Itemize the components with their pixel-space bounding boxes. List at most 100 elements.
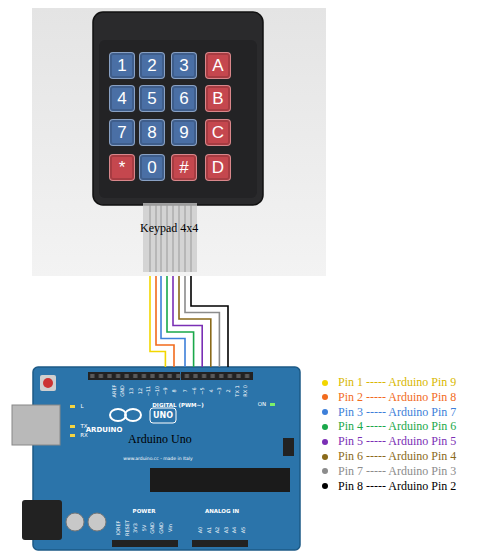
key-legend: D (212, 159, 224, 176)
key-legend: 5 (147, 90, 156, 107)
legend-row: Pin 8 ----- Arduino Pin 2 (322, 480, 456, 493)
keypad-key: 7 (109, 119, 135, 146)
key-legend: B (212, 90, 223, 107)
key-legend: 2 (147, 57, 156, 74)
legend-text: Pin 5 ----- Arduino Pin 5 (338, 435, 456, 448)
board-silkscreen: GND (120, 385, 125, 396)
key-legend: 9 (179, 124, 188, 141)
key-legend: 6 (179, 90, 188, 107)
legend-dot (322, 409, 328, 415)
board-silkscreen: RX 0 (243, 385, 248, 397)
board-silkscreen: ~5 (200, 387, 205, 394)
legend-dot (322, 483, 328, 489)
board-silkscreen: A0 (198, 527, 203, 534)
legend-text: Pin 3 ----- Arduino Pin 7 (338, 406, 456, 419)
board-silkscreen: 5V (141, 525, 146, 532)
legend-dot (322, 468, 328, 474)
keypad-key: C (205, 119, 231, 146)
legend-row: Pin 4 ----- Arduino Pin 6 (322, 420, 456, 433)
keypad-key: 9 (171, 119, 197, 146)
legend-row: Pin 5 ----- Arduino Pin 5 (322, 435, 456, 448)
keypad-key: 5 (139, 85, 165, 112)
legend-dot (322, 454, 328, 460)
board-silkscreen: A5 (241, 527, 246, 534)
keypad-key: 4 (109, 85, 135, 112)
legend-row: Pin 7 ----- Arduino Pin 3 (322, 465, 456, 478)
board-silkscreen: 13 (129, 388, 134, 394)
keypad-key: B (205, 85, 231, 112)
keypad-key: # (171, 154, 197, 181)
board-silkscreen: L (80, 404, 83, 410)
keypad-key: 3 (171, 52, 197, 79)
board-silkscreen: 3V3 (133, 523, 138, 533)
keypad-key: 1 (109, 52, 135, 79)
jumper-wire (179, 276, 211, 367)
board-silkscreen: IOREF (116, 521, 121, 536)
board-silkscreen: Vin (167, 524, 172, 532)
legend-dot (322, 380, 328, 386)
legend-row: Pin 2 ----- Arduino Pin 8 (322, 391, 456, 404)
board-silkscreen: ~6 (191, 387, 196, 394)
keypad-photo (32, 8, 326, 276)
board-silkscreen: A3 (223, 527, 228, 534)
keypad-key: 8 (139, 119, 165, 146)
board-silkscreen: 12 (137, 388, 142, 394)
key-legend: 3 (179, 57, 188, 74)
keypad-key: 6 (171, 85, 197, 112)
jumper-wire (185, 276, 219, 367)
board-silkscreen: UNO (153, 412, 173, 420)
jumper-wire (167, 276, 194, 367)
board-silkscreen: ANALOG IN (205, 509, 239, 515)
keypad-key: D (205, 154, 231, 181)
key-legend: A (212, 57, 223, 74)
key-legend: 4 (117, 90, 126, 107)
legend-row: Pin 6 ----- Arduino Pin 4 (322, 450, 456, 463)
board-silkscreen: www.arduino.cc - made in Italy (123, 457, 192, 462)
legend-row: Pin 1 ----- Arduino Pin 9 (322, 376, 456, 389)
legend-text: Pin 4 ----- Arduino Pin 6 (338, 420, 456, 433)
board-silkscreen: 7 (183, 389, 188, 392)
board-silkscreen: GND (159, 522, 164, 533)
legend-row: Pin 3 ----- Arduino Pin 7 (322, 406, 456, 419)
legend-text: Pin 1 ----- Arduino Pin 9 (338, 376, 456, 389)
board-silkscreen: ON (258, 402, 266, 408)
keypad-key: 2 (139, 52, 165, 79)
board-silkscreen: RESET (124, 520, 129, 536)
node-label: Arduino Uno (128, 433, 192, 446)
board-silkscreen: AREF (111, 385, 116, 398)
jumper-wire (173, 276, 202, 367)
legend-text: Pin 2 ----- Arduino Pin 8 (338, 391, 456, 404)
keypad-key: 0 (139, 154, 165, 181)
board-silkscreen: POWER (133, 509, 156, 515)
board-silkscreen: A4 (232, 527, 237, 534)
keypad-key: * (109, 154, 135, 181)
node-label: Keypad 4x4 (140, 222, 198, 235)
key-legend: * (119, 159, 126, 176)
board-silkscreen: TX (80, 424, 87, 430)
keypad-key: A (205, 52, 231, 79)
keypad-frame: Keypad 4x4 12 3 A 4 5 6 B 78 9 C * 0 # D (32, 8, 326, 276)
board-silkscreen: A1 (206, 527, 211, 534)
legend-dot (322, 424, 328, 430)
legend-text: Pin 6 ----- Arduino Pin 4 (338, 450, 456, 463)
arduino-board (12, 367, 300, 550)
jumper-wire (156, 276, 174, 367)
arduino-board-node: Arduino Uno (33, 367, 300, 550)
key-legend: C (212, 124, 224, 141)
board-silkscreen: 8 (172, 389, 177, 392)
board-silkscreen: ~9 (163, 387, 168, 394)
key-legend: 8 (147, 124, 156, 141)
jumper-wire (191, 276, 228, 367)
legend-dot (322, 439, 328, 445)
legend-text: Pin 7 ----- Arduino Pin 3 (338, 465, 456, 478)
board-silkscreen: RX (80, 433, 88, 439)
board-silkscreen: ARDUINO (86, 427, 123, 434)
board-silkscreen: A2 (215, 527, 220, 534)
board-silkscreen: ~10 (154, 386, 159, 397)
legend-text: Pin 8 ----- Arduino Pin 2 (338, 480, 456, 493)
board-silkscreen: 2 (226, 389, 231, 392)
key-legend: 0 (147, 159, 156, 176)
jumper-wire (150, 276, 165, 367)
